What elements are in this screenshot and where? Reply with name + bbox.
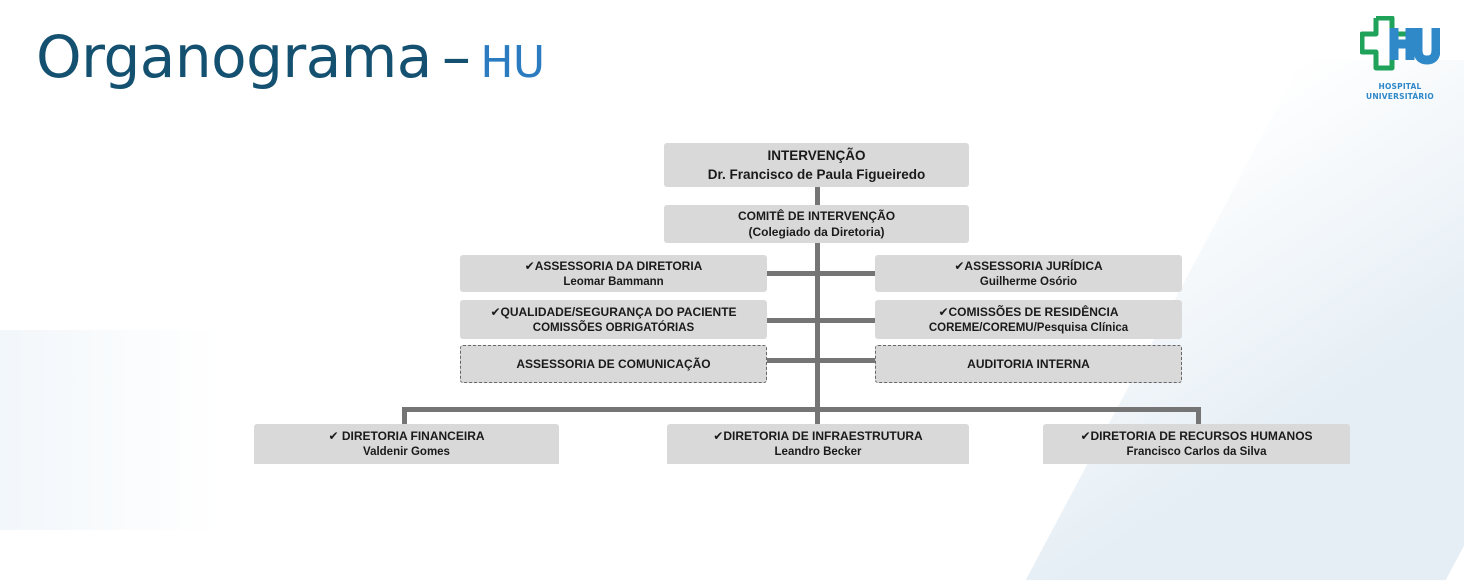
org-box-name: Francisco Carlos da Silva (1126, 446, 1267, 458)
connector-row2 (767, 318, 875, 323)
org-box-title: ✔COMISSÕES DE RESIDÊNCIA (938, 304, 1119, 319)
org-box-diretoria-financeira: ✔ DIRETORIA FINANCEIRA Valdenir Gomes (254, 424, 559, 464)
check-icon: ✔ (524, 258, 535, 273)
org-box-residencia: ✔COMISSÕES DE RESIDÊNCIA COREME/COREMU/P… (875, 300, 1182, 339)
connector-row3 (767, 358, 875, 363)
connector-drop-center (815, 407, 820, 425)
page-subtitle: HU (480, 37, 545, 88)
check-icon: ✔ (490, 304, 501, 319)
connector-drop-right (1196, 407, 1201, 425)
org-box-title: ✔ DIRETORIA FINANCEIRA (328, 429, 485, 443)
logo-text-universitario: UNIVERSITÁRIO (1366, 92, 1434, 101)
org-box-title: ✔ASSESSORIA DA DIRETORIA (524, 258, 703, 273)
org-box-title: ASSESSORIA DE COMUNICAÇÃO (516, 357, 711, 371)
hu-logo-icon (1360, 16, 1440, 71)
page-title: Organograma–HU (36, 22, 545, 98)
org-box-subtitle: Leomar Bammann (563, 275, 664, 288)
hospital-logo: HOSPITAL UNIVERSITÁRIO (1360, 16, 1440, 108)
page-title-main: Organograma (36, 23, 432, 91)
connector-drop-left (402, 407, 407, 425)
connector-main-vertical (815, 183, 820, 411)
check-icon: ✔ (1080, 429, 1091, 443)
org-box-name: Valdenir Gomes (363, 446, 450, 458)
connector-row1 (767, 271, 875, 276)
org-box-juridica: ✔ASSESSORIA JURÍDICA Guilherme Osório (875, 255, 1182, 292)
org-box-comite: COMITÊ DE INTERVENÇÃO (Colegiado da Dire… (664, 205, 969, 243)
org-box-qualidade: ✔QUALIDADE/SEGURANÇA DO PACIENTE COMISSÕ… (460, 300, 767, 339)
logo-text-hospital: HOSPITAL (1378, 82, 1422, 91)
check-icon: ✔ (954, 258, 965, 273)
org-box-title: ✔ASSESSORIA JURÍDICA (954, 258, 1103, 273)
org-box-subtitle: Guilherme Osório (979, 275, 1078, 288)
org-box-comunicacao: ASSESSORIA DE COMUNICAÇÃO (460, 345, 767, 383)
org-box-title: ✔DIRETORIA DE RECURSOS HUMANOS (1080, 429, 1313, 443)
org-box-name: Dr. Francisco de Paula Figueiredo (707, 167, 926, 182)
org-box-name: Leandro Becker (774, 446, 862, 458)
org-box-title: ✔DIRETORIA DE INFRAESTRUTURA (713, 429, 923, 443)
org-box-assessoria-diretoria: ✔ASSESSORIA DA DIRETORIA Leomar Bammann (460, 255, 767, 292)
org-box-subtitle: (Colegiado da Diretoria) (748, 225, 885, 239)
org-box-intervencao: INTERVENÇÃO Dr. Francisco de Paula Figue… (664, 143, 969, 187)
org-box-subtitle: COMISSÕES OBRIGATÓRIAS (532, 321, 695, 334)
check-icon: ✔ (328, 429, 339, 443)
title-dash: – (441, 23, 471, 91)
org-box-title: COMITÊ DE INTERVENÇÃO (737, 209, 896, 223)
connector-horizontal-bus (402, 407, 1201, 412)
org-box-diretoria-rh: ✔DIRETORIA DE RECURSOS HUMANOS Francisco… (1043, 424, 1350, 464)
org-box-auditoria: AUDITORIA INTERNA (875, 345, 1182, 383)
org-box-title: AUDITORIA INTERNA (967, 357, 1090, 371)
org-box-subtitle: COREME/COREMU/Pesquisa Clínica (928, 321, 1129, 334)
org-box-diretoria-infraestrutura: ✔DIRETORIA DE INFRAESTRUTURA Leandro Bec… (667, 424, 969, 464)
org-box-title: ✔QUALIDADE/SEGURANÇA DO PACIENTE (490, 304, 737, 319)
background-decoration (0, 330, 220, 530)
check-icon: ✔ (938, 304, 949, 319)
org-box-title: INTERVENÇÃO (767, 148, 866, 163)
check-icon: ✔ (713, 429, 724, 443)
